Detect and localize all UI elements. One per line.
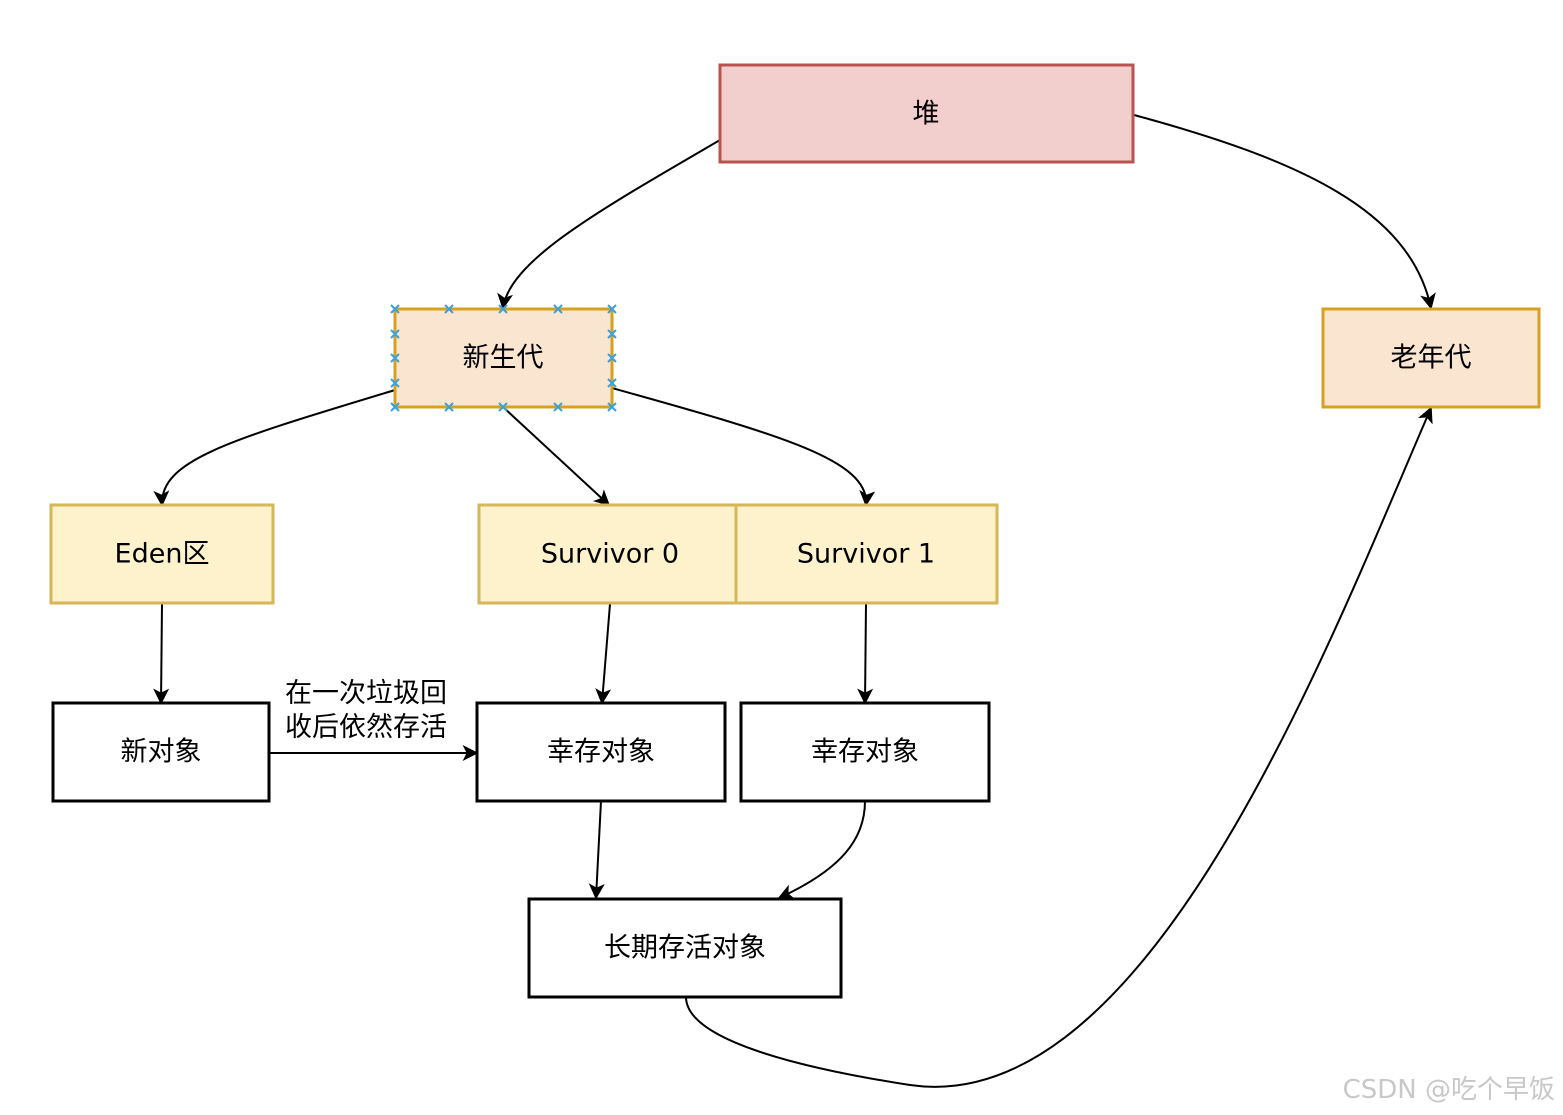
survivor-0-label: Survivor 0 [541,539,679,570]
heap-label: 堆 [913,99,940,130]
survivor-object-0-label: 幸存对象 [547,737,655,768]
survivor-object-1-node[interactable]: 幸存对象 [739,701,991,803]
handle-tl [390,304,400,314]
edge-label-line-1: 在一次垃圾回 [285,678,447,709]
handle-tr [607,304,617,314]
survivor-0-node[interactable]: Survivor 0 [477,503,738,605]
handle-b1 [444,402,454,412]
edge-survivor1-to-survivor-obj-1 [857,603,874,705]
survivor-object-1-label: 幸存对象 [811,737,919,768]
edge-survivor-obj-0-to-long-lived [588,800,605,900]
handle-br [607,402,617,412]
survivor-1-node[interactable]: Survivor 1 [734,503,999,605]
long-lived-object-label: 长期存活对象 [604,933,766,964]
heap-box [718,63,1135,164]
handle-l2 [390,378,400,388]
heap-node[interactable]: 堆 [718,63,1135,164]
handle-t1 [444,304,454,314]
edge-long-lived-to-old [685,406,1433,1088]
edge-label-line-2: 收后依然存活 [285,712,447,743]
old-generation-node[interactable]: 老年代 [1321,307,1541,409]
survivor-object-0-box [475,701,727,803]
handle-lm [390,353,400,363]
young-generation-label: 新生代 [463,343,544,374]
handle-t2 [553,304,563,314]
edge-heap-to-old [1133,114,1436,310]
long-lived-object-box [527,897,843,999]
handle-tm [498,304,508,314]
handle-r2 [607,378,617,388]
edge-eden-to-new-object [153,603,170,705]
edge-survivor-obj-1-to-long-lived [777,800,866,900]
edge-young-to-eden [153,389,396,507]
survivor-1-box [734,503,999,605]
handle-rm [607,353,617,363]
survivor-1-label: Survivor 1 [797,539,935,570]
new-object-label: 新对象 [121,737,202,768]
survivor-object-0-node[interactable]: 幸存对象 [475,701,727,803]
edge-young-to-survivor1 [611,387,876,507]
eden-box [49,503,275,605]
survivor-0-box [477,503,738,605]
edge-heap-to-young [497,139,721,310]
handle-bl [390,402,400,412]
edge-young-to-survivor0 [502,406,611,507]
survivor-object-1-box [739,701,991,803]
old-generation-box [1321,307,1541,409]
handle-l1 [390,329,400,339]
old-generation-label: 老年代 [1391,343,1472,374]
eden-node[interactable]: Eden区 [49,503,275,605]
watermark: CSDN @吃个早饭 [1343,1075,1555,1105]
handle-bm [498,402,508,412]
new-object-box [51,701,271,803]
young-generation-node[interactable]: 新生代 [390,304,617,412]
eden-label: Eden区 [115,539,210,570]
edge-survivor0-to-survivor-obj-0 [595,603,612,705]
long-lived-object-node[interactable]: 长期存活对象 [527,897,843,999]
handle-b2 [553,402,563,412]
selection-handles[interactable] [390,304,617,412]
handle-r1 [607,329,617,339]
new-object-node[interactable]: 新对象 [51,701,271,803]
